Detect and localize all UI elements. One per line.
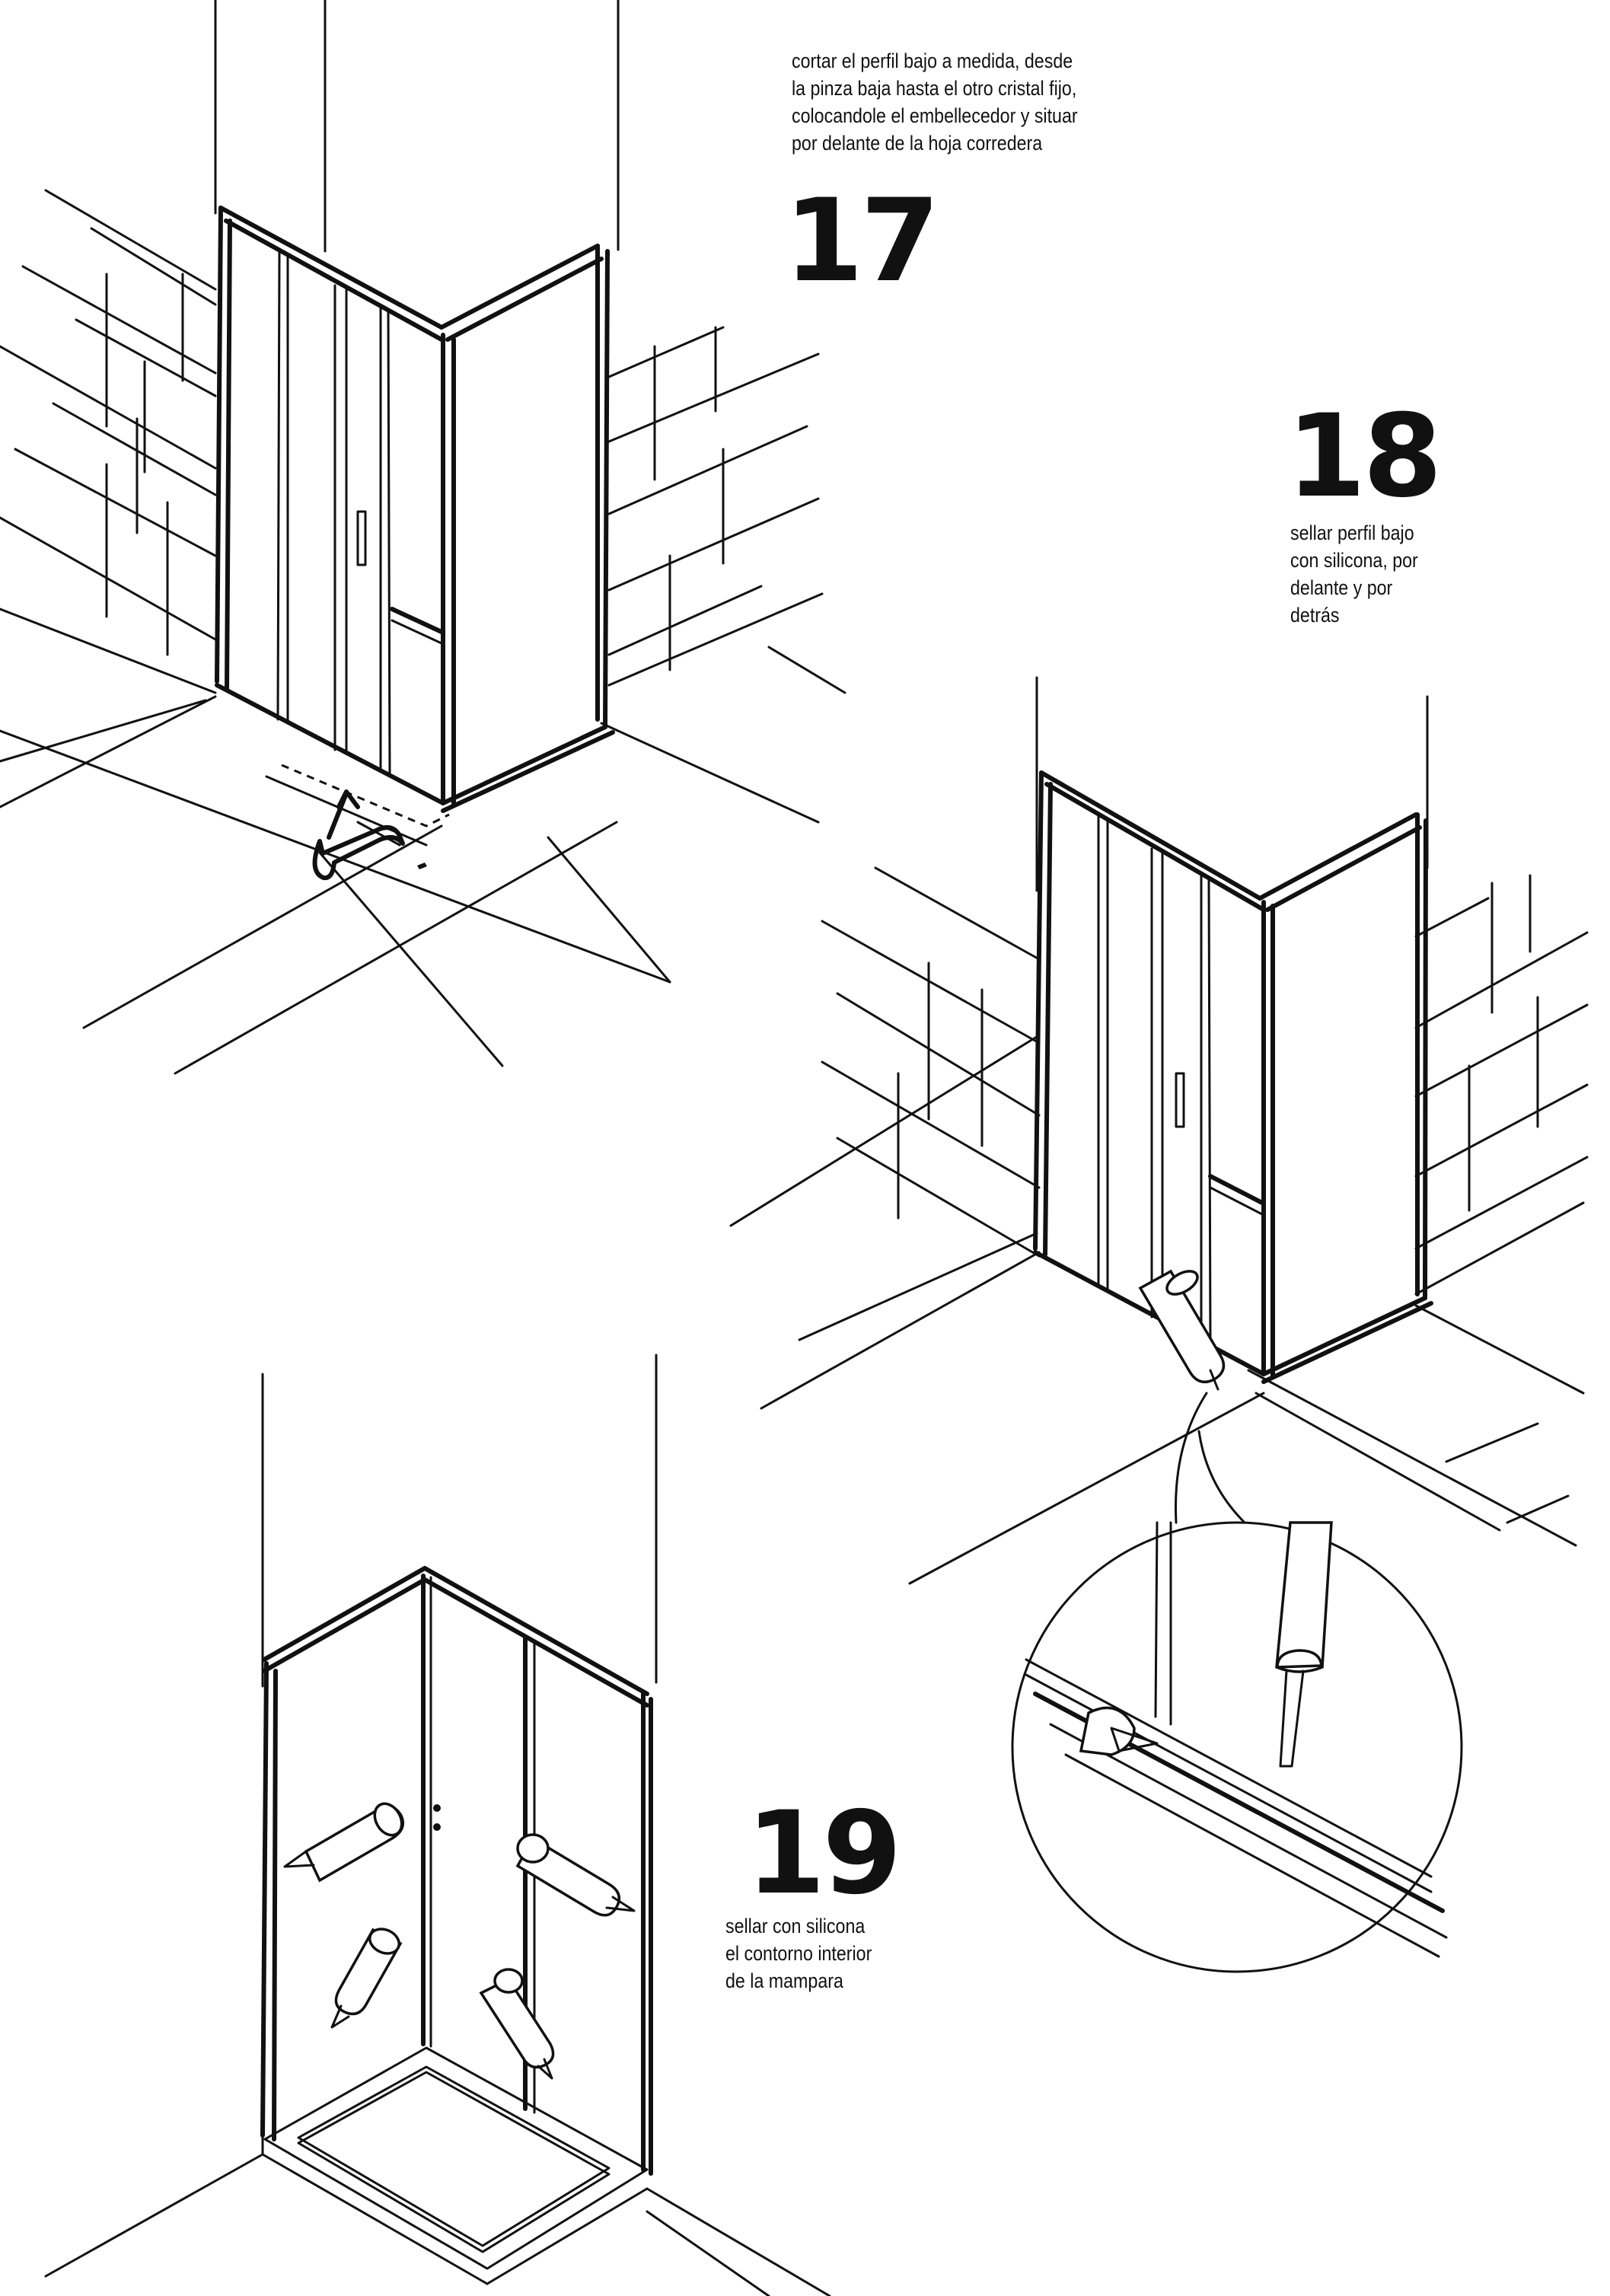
caption-line: por delante de la hoja corredera <box>792 132 1043 155</box>
caption-line: sellar perfil bajo <box>1290 521 1414 544</box>
caption-line: detrás <box>1290 604 1340 627</box>
caption-line: sellar con silicona <box>725 1915 866 1937</box>
step-18-caption: sellar perfil bajo con silicona, por del… <box>1290 519 1418 629</box>
step-18-number: 18 <box>1286 391 1443 523</box>
step-19-illustration <box>44 1354 831 2296</box>
step-17-number: 17 <box>784 175 940 308</box>
caption-line: el contorno interior <box>725 1942 872 1965</box>
step-19-caption: sellar con silicona el contorno interior… <box>725 1912 872 1995</box>
caption-line: con silicona, por <box>1290 549 1418 572</box>
step-17-illustration <box>0 0 846 1075</box>
step-18-illustration <box>729 676 1589 1973</box>
step-17-caption: cortar el perfil bajo a medida, desde la… <box>792 47 1078 157</box>
caption-line: de la mampara <box>725 1969 843 1992</box>
caption-line: delante y por <box>1290 576 1393 599</box>
step-19-number: 19 <box>746 1787 902 1920</box>
caption-line: la pinza baja hasta el otro cristal fijo… <box>792 77 1077 100</box>
caption-line: colocandole el embellecedor y situar <box>792 104 1078 127</box>
caption-line: cortar el perfil bajo a medida, desde <box>792 49 1073 72</box>
